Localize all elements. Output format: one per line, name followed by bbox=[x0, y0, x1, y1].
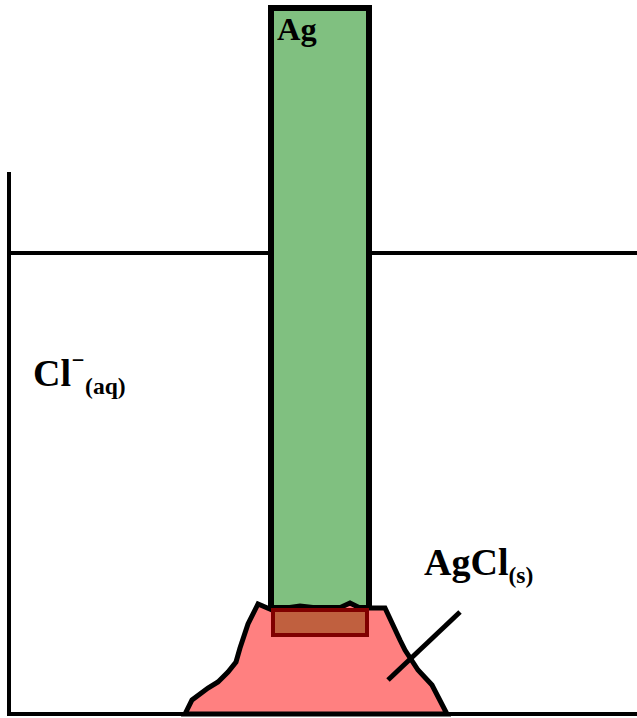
silver-electrode bbox=[271, 8, 369, 608]
electrode-coated-end bbox=[273, 610, 367, 635]
electrode-node: Ag bbox=[271, 8, 369, 608]
deposit-label: AgCl(s) bbox=[424, 540, 533, 590]
liquid-surface bbox=[369, 251, 637, 255]
leader-line bbox=[388, 612, 460, 680]
electrode-label: Ag bbox=[277, 12, 369, 48]
liquid-surface bbox=[9, 251, 271, 255]
solution-label: Cl⁻(aq) bbox=[33, 350, 126, 400]
